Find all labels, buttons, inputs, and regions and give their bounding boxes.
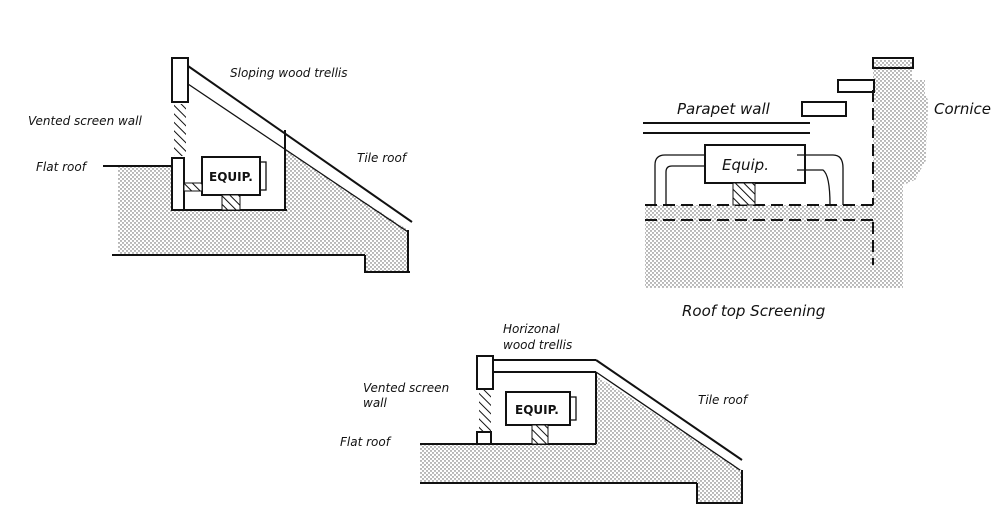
flat-roof-label: Flat roof	[36, 160, 88, 174]
trellis-underside	[187, 83, 409, 233]
caption: Roof top Screening	[682, 302, 825, 320]
diagram-parapet: Equip. Parapet wall Cornice Roof top Scr…	[643, 57, 991, 320]
screen-wall-base	[171, 157, 185, 211]
vented-screen-wall	[479, 390, 491, 432]
base-step	[364, 255, 410, 273]
duct-connector	[183, 182, 203, 192]
tile-roof-label: Tile roof	[357, 151, 408, 165]
building-mass	[645, 60, 928, 288]
diagram-sloping-trellis: EQUIP. Sloping wood trellis Vented scree…	[28, 57, 413, 273]
screen-wall-base	[476, 431, 492, 445]
screen-wall-label-line1: Vented screen	[363, 381, 449, 395]
screen-wall-label: Vented screen wall	[28, 114, 142, 128]
trellis-post	[171, 57, 189, 103]
trellis-label: Sloping wood trellis	[230, 66, 348, 80]
tile-roof-line	[595, 359, 743, 461]
trellis-label-line1: Horizonal	[503, 322, 560, 336]
vented-screen-wall	[174, 104, 186, 156]
tile-roof-label: Tile roof	[698, 393, 749, 407]
trellis-post	[476, 355, 494, 390]
roof-mass	[420, 375, 742, 503]
cornice-label: Cornice	[934, 100, 991, 118]
equipment-panel	[259, 161, 267, 191]
cornice-cap	[872, 57, 914, 69]
diagram-horizontal-trellis: EQUIP. Horizonal wood trellis Vented scr…	[340, 322, 749, 504]
equipment-label: EQUIP.	[515, 403, 559, 417]
pipe-right	[797, 154, 844, 206]
flat-roof-label: Flat roof	[340, 435, 392, 449]
parapet-step-1	[801, 101, 847, 117]
equipment-spring	[531, 424, 549, 445]
equipment-panel	[569, 396, 577, 421]
pipe-left	[654, 154, 705, 205]
equipment-spring	[732, 182, 756, 206]
screen-wall-label-line2: wall	[363, 396, 388, 410]
equipment-spring	[221, 194, 241, 211]
tile-underside	[595, 371, 741, 471]
parapet-step-2	[837, 79, 875, 93]
equipment-label: EQUIP.	[209, 170, 253, 184]
base-step	[696, 470, 743, 504]
trellis-label-line2: wood trellis	[503, 338, 572, 352]
sloping-trellis	[187, 65, 413, 223]
parapet-label: Parapet wall	[677, 100, 771, 118]
equipment-label: Equip.	[722, 156, 769, 174]
